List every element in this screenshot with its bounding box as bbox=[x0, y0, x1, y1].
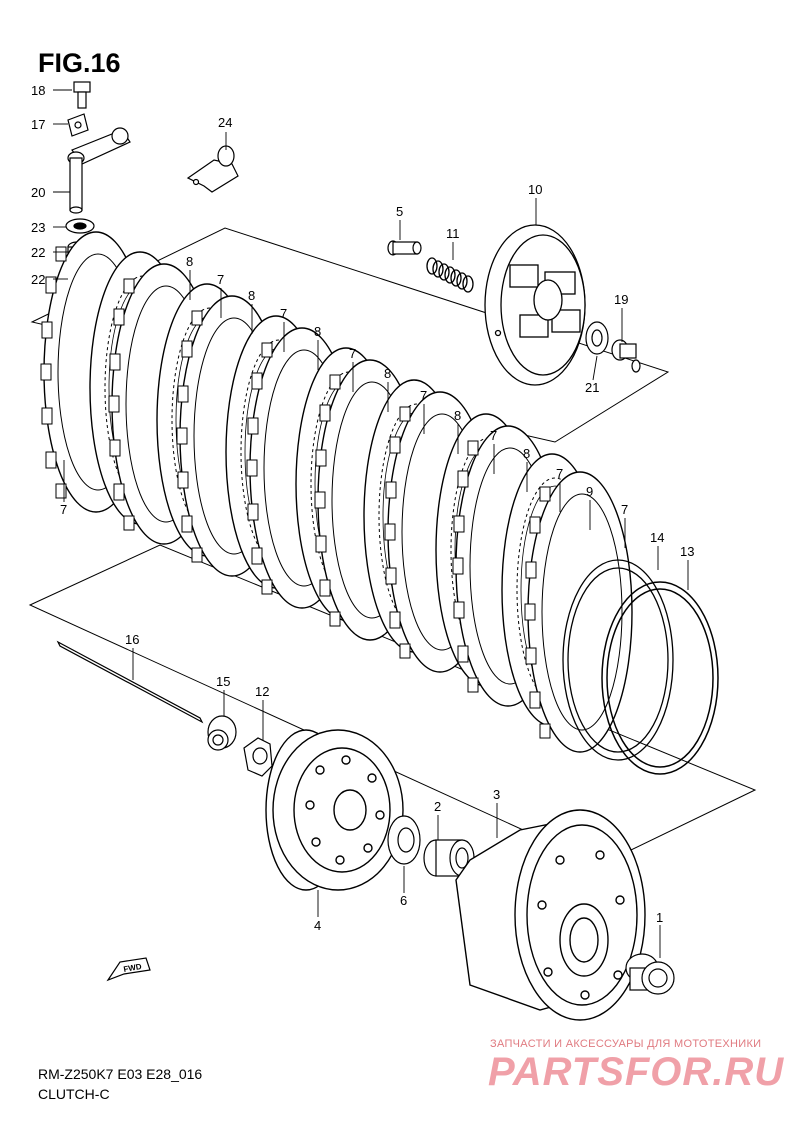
callout-16: 16 bbox=[125, 632, 139, 647]
bolt-5 bbox=[387, 240, 422, 256]
bolt-18 bbox=[73, 81, 91, 109]
callout-8c: 8 bbox=[314, 324, 321, 339]
oil-seal-23 bbox=[65, 218, 95, 234]
callout-7e: 7 bbox=[490, 428, 497, 443]
callout-1: 1 bbox=[656, 910, 663, 925]
bracket-17 bbox=[67, 113, 89, 137]
release-shaft-20 bbox=[67, 127, 131, 214]
thrust-bearing-21 bbox=[585, 321, 609, 355]
push-piece-19 bbox=[611, 339, 641, 373]
callout-8a: 8 bbox=[186, 254, 193, 269]
clutch-plate-stack bbox=[40, 231, 719, 775]
fwd-arrow-icon: FWD bbox=[106, 957, 151, 982]
callout-7a: 7 bbox=[217, 272, 224, 287]
wire-ring-13 bbox=[601, 581, 719, 775]
watermark-brand: PARTSFOR.RU bbox=[488, 1050, 785, 1094]
clamp-24 bbox=[186, 145, 239, 193]
callout-7c: 7 bbox=[349, 346, 356, 361]
callout-7b: 7 bbox=[280, 306, 287, 321]
sleeve-hub-4 bbox=[265, 729, 404, 891]
callout-15: 15 bbox=[216, 674, 230, 689]
callout-7h: 7 bbox=[60, 502, 67, 517]
spring-seat-14 bbox=[562, 559, 674, 761]
callout-24: 24 bbox=[218, 115, 232, 130]
pressure-plate-10 bbox=[484, 224, 586, 386]
callout-7f: 7 bbox=[556, 466, 563, 481]
callout-8f: 8 bbox=[523, 446, 530, 461]
callout-5: 5 bbox=[396, 204, 403, 219]
callout-19: 19 bbox=[614, 292, 628, 307]
callout-14: 14 bbox=[650, 530, 664, 545]
callout-7g: 7 bbox=[621, 502, 628, 517]
washer-6 bbox=[387, 815, 421, 865]
primary-driven-gear-3 bbox=[455, 809, 646, 1021]
callout-22a: 22 bbox=[31, 245, 45, 260]
callout-6: 6 bbox=[400, 893, 407, 908]
callout-11: 11 bbox=[446, 226, 460, 241]
hub-group-frame bbox=[28, 544, 757, 866]
callout-18: 18 bbox=[31, 83, 45, 98]
clutch-hub-group bbox=[56, 640, 675, 1021]
callout-4: 4 bbox=[314, 918, 321, 933]
fwd-label: FWD bbox=[123, 962, 143, 974]
callout-9: 9 bbox=[586, 484, 593, 499]
callout-20: 20 bbox=[31, 185, 45, 200]
leader-lines bbox=[53, 89, 689, 958]
callout-17: 17 bbox=[31, 117, 45, 132]
callout-21: 21 bbox=[585, 380, 599, 395]
washer-15 bbox=[207, 715, 237, 751]
callout-22b: 22 bbox=[31, 272, 45, 287]
callout-8e: 8 bbox=[454, 408, 461, 423]
callout-7d: 7 bbox=[420, 388, 427, 403]
push-rod-16 bbox=[56, 640, 204, 724]
callout-10: 10 bbox=[528, 182, 542, 197]
model-code: RM-Z250K7 E03 E28_016 bbox=[38, 1066, 203, 1082]
lock-washer-12 bbox=[243, 737, 273, 777]
figure-title: FIG.16 bbox=[38, 48, 121, 78]
callout-labels: 18 17 20 23 22 22 24 5 11 10 19 21 8 7 8… bbox=[31, 83, 694, 933]
pressure-plate-group bbox=[387, 224, 641, 386]
callout-13: 13 bbox=[680, 544, 694, 559]
watermark-tagline: ЗАПЧАСТИ И АКСЕССУАРЫ ДЛЯ МОТОТЕХНИКИ bbox=[490, 1038, 762, 1050]
needle-bearing-2 bbox=[423, 839, 475, 877]
spring-11 bbox=[426, 257, 474, 293]
callout-8b: 8 bbox=[248, 288, 255, 303]
spacer-1 bbox=[625, 953, 675, 995]
group-name: CLUTCH-C bbox=[38, 1086, 110, 1102]
callout-2: 2 bbox=[434, 799, 441, 814]
callout-3: 3 bbox=[493, 787, 500, 802]
callout-8d: 8 bbox=[384, 366, 391, 381]
callout-23: 23 bbox=[31, 220, 45, 235]
callout-12: 12 bbox=[255, 684, 269, 699]
